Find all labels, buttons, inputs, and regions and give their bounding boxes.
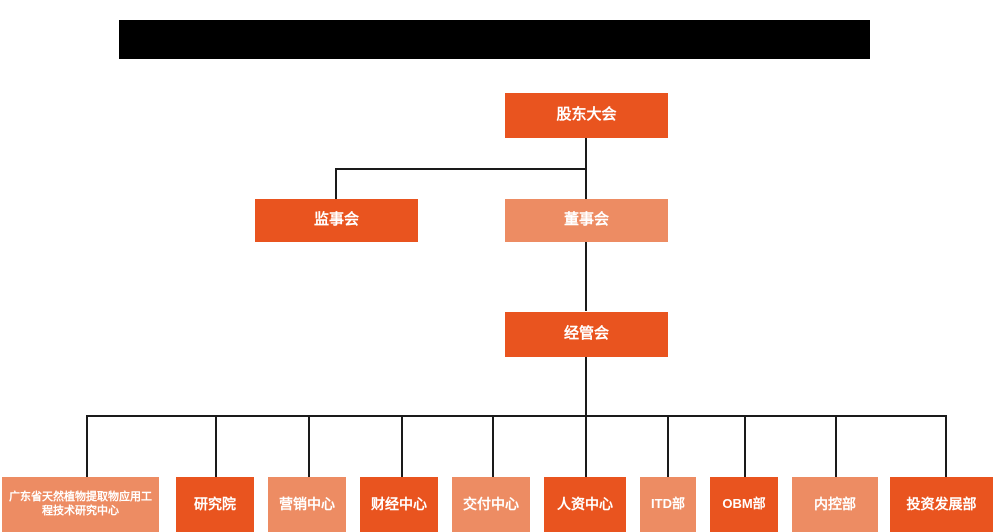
node-supervisors[interactable]: 监事会 [255,199,418,242]
node-board[interactable]: 董事会 [505,199,668,242]
node-shareholders[interactable]: 股东大会 [505,93,668,138]
connector-drop-finance-center [401,415,403,477]
connector-drop-internal-control-dept [835,415,837,477]
connector-department-bus [86,415,946,417]
connector-drop-obm-dept [744,415,746,477]
node-eng-center[interactable]: 广东省天然植物提取物应用工程技术研究中心 [2,477,159,532]
connector-supervisors-down [335,168,337,199]
connector-drop-hr-center [585,415,587,477]
node-delivery-center[interactable]: 交付中心 [452,477,530,532]
node-internal-control-dept[interactable]: 内控部 [792,477,878,532]
node-hr-center[interactable]: 人资中心 [544,477,626,532]
connector-drop-research-institute [215,415,217,477]
connector-shareholders-down [585,138,587,168]
node-management[interactable]: 经管会 [505,312,668,357]
connector-board-management [585,241,587,311]
node-obm-dept[interactable]: OBM部 [710,477,778,532]
connector-drop-itd-dept [667,415,669,477]
redacted-title-bar [119,20,870,59]
node-marketing-center[interactable]: 营销中心 [268,477,346,532]
node-research-institute[interactable]: 研究院 [176,477,254,532]
node-itd-dept[interactable]: ITD部 [640,477,696,532]
connector-drop-delivery-center [492,415,494,477]
connector-shareholders-supervisors-horizontal [335,168,587,170]
connector-drop-eng-center [86,415,88,477]
node-investment-dev-dept[interactable]: 投资发展部 [890,477,993,532]
connector-drop-investment-dev-dept [945,415,947,477]
connector-drop-marketing-center [308,415,310,477]
connector-board-down [585,168,587,199]
connector-management-down [585,357,587,416]
node-finance-center[interactable]: 财经中心 [360,477,438,532]
